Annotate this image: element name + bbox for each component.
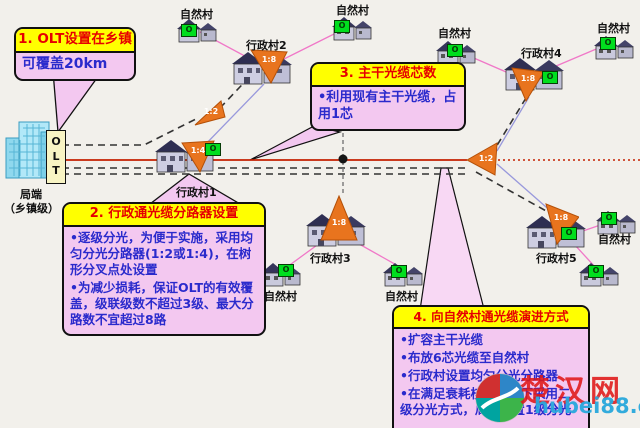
callout-text: •扩容主干光缆	[400, 332, 483, 348]
natural-village-label: 自然村	[180, 8, 213, 21]
onu-box: O	[278, 264, 294, 277]
callout-title: 2. 行政通光缆分路器设置	[64, 204, 264, 227]
olt-site-level-label: （乡镇级）	[4, 202, 59, 215]
admin-village-label: 行政村3	[310, 252, 351, 265]
natural-village-house	[383, 262, 425, 288]
watermark: 楚汉网 hubei88.com	[474, 366, 640, 428]
watermark-site-name: 楚汉网	[520, 374, 625, 409]
natural-village-label: 自然村	[264, 290, 297, 303]
callout-olt-location: 1. OLT设置在乡镇 可覆盖20km	[14, 27, 136, 82]
optical-splitter-1-8: 1:8	[250, 48, 288, 84]
callout-splitter-setup: 2. 行政通光缆分路器设置 •逐级分光，为便于实施，采用均匀分光分路器(1:2或…	[62, 202, 266, 336]
callout-text: •布放6芯光缆至自然村	[400, 350, 530, 366]
watermark-globe-icon	[475, 373, 525, 423]
callout-text: •利用现有主干光缆，占用1芯	[318, 89, 457, 122]
svg-text:1:2: 1:2	[479, 154, 493, 163]
admin-village-label: 行政村4	[521, 47, 562, 60]
optical-splitter-1-8: 1:8	[510, 66, 544, 102]
optical-splitter-1-2: 1:2	[194, 100, 226, 127]
olt-label: O L T	[46, 130, 66, 184]
admin-village-label: 行政村5	[536, 252, 577, 265]
onu-box: O	[601, 212, 617, 225]
onu-box: O	[561, 227, 577, 240]
callout-title: 3. 主干光缆芯数	[312, 64, 464, 87]
watermark-site-url: hubei88.com	[534, 394, 640, 418]
onu-box: O	[391, 265, 407, 278]
callout-text: •逐级分光，为便于实施，采用均匀分光分路器(1:2或1:4)，在树形分叉点处设置	[70, 229, 253, 277]
svg-text:1:8: 1:8	[332, 218, 347, 227]
optical-splitter-1-8: 1:8	[320, 195, 358, 241]
callout-text: •行政村设置均匀分光分路器	[400, 368, 558, 384]
blue-fiber-links	[200, 83, 555, 215]
admin-village-label: 行政村1	[176, 186, 217, 199]
callout-pointers	[52, 70, 487, 318]
callout-title: 1. OLT设置在乡镇	[16, 29, 134, 53]
onu-box: O	[447, 44, 463, 57]
onu-box: O	[334, 20, 350, 33]
onu-box: O	[181, 24, 197, 37]
natural-village-label: 自然村	[385, 290, 418, 303]
svg-text:1:4: 1:4	[191, 146, 206, 155]
onu-box: O	[205, 143, 221, 156]
callout-trunk-cores: 3. 主干光缆芯数 •利用现有主干光缆，占用1芯	[310, 62, 466, 132]
onu-box: O	[600, 37, 616, 50]
tap-point	[338, 133, 348, 196]
olt-letter: T	[52, 164, 60, 178]
svg-text:1:8: 1:8	[521, 74, 536, 83]
admin-village-label: 行政村2	[246, 39, 287, 52]
optical-splitter-1-2: 1:2	[466, 142, 498, 176]
olt-site-label: 局端	[20, 188, 42, 201]
svg-text:1:8: 1:8	[262, 55, 277, 64]
natural-village-label: 自然村	[438, 27, 471, 40]
callout-title: 4. 向自然村通光缆演进方式	[394, 307, 588, 330]
callout-text: 可覆盖20km	[22, 55, 108, 72]
svg-text:1:2: 1:2	[204, 107, 218, 116]
onu-box: O	[542, 71, 558, 84]
callout-text: •为减少损耗，保证OLT的有效覆盖，级联级数不超过3级、最大分路数不宜超过8路	[70, 279, 254, 327]
natural-village-label: 自然村	[336, 4, 369, 17]
olt-letter: L	[52, 149, 60, 163]
natural-village-label: 自然村	[597, 22, 630, 35]
onu-box: O	[588, 265, 604, 278]
olt-letter: O	[51, 134, 61, 148]
dashed-fiber-links	[62, 69, 549, 213]
natural-village-label: 自然村	[598, 233, 631, 246]
svg-text:1:8: 1:8	[554, 213, 569, 222]
